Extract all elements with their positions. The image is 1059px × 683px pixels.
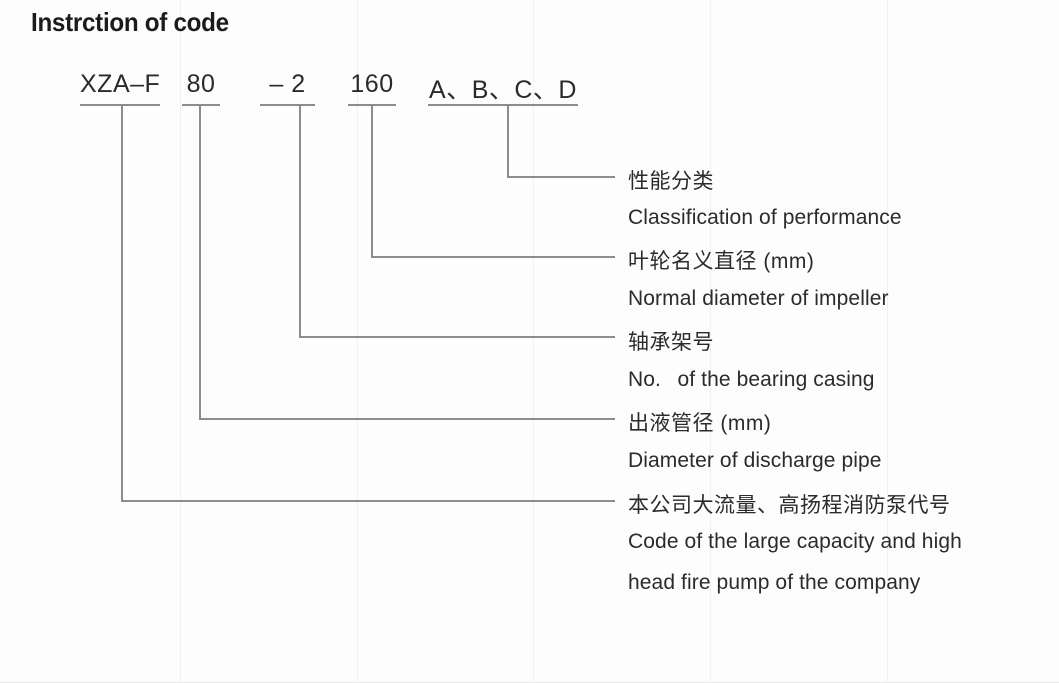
label-en-9: Code of the large capacity and high (628, 530, 962, 553)
label-en-1: Classification of performance (628, 206, 902, 229)
label-cn-6: 出液管径 (mm) (628, 412, 772, 435)
code-segment-impeller-dia: 160 (350, 70, 394, 98)
leader-line-discharge-dia (199, 105, 615, 420)
background-seam-0 (180, 0, 181, 683)
label-en-7: Diameter of discharge pipe (628, 449, 882, 472)
leader-line-impeller-dia (371, 105, 615, 258)
leader-line-performance-class (507, 105, 615, 178)
label-cn-0: 性能分类 (628, 170, 714, 193)
label-cn-2: 叶轮名义直径 (mm) (628, 250, 815, 273)
code-segment-performance-class: A、B、C、D (429, 76, 577, 104)
code-segment-discharge-dia: 80 (186, 70, 216, 98)
label-cn-8: 本公司大流量、高扬程消防泵代号 (628, 494, 951, 517)
label-en-10: head fire pump of the company (628, 571, 921, 594)
background-seam-1 (357, 0, 358, 683)
leader-line-bearing-no (299, 105, 615, 338)
code-segment-company-code: XZA–F (80, 70, 161, 98)
label-en-3: Normal diameter of impeller (628, 287, 889, 310)
code-segment-bearing-no: – 2 (269, 70, 306, 98)
leader-line-company-code (121, 105, 615, 502)
label-cn-4: 轴承架号 (628, 331, 714, 354)
page-title: Instrction of code (31, 7, 229, 37)
label-en-5: No. of the bearing casing (628, 368, 875, 391)
